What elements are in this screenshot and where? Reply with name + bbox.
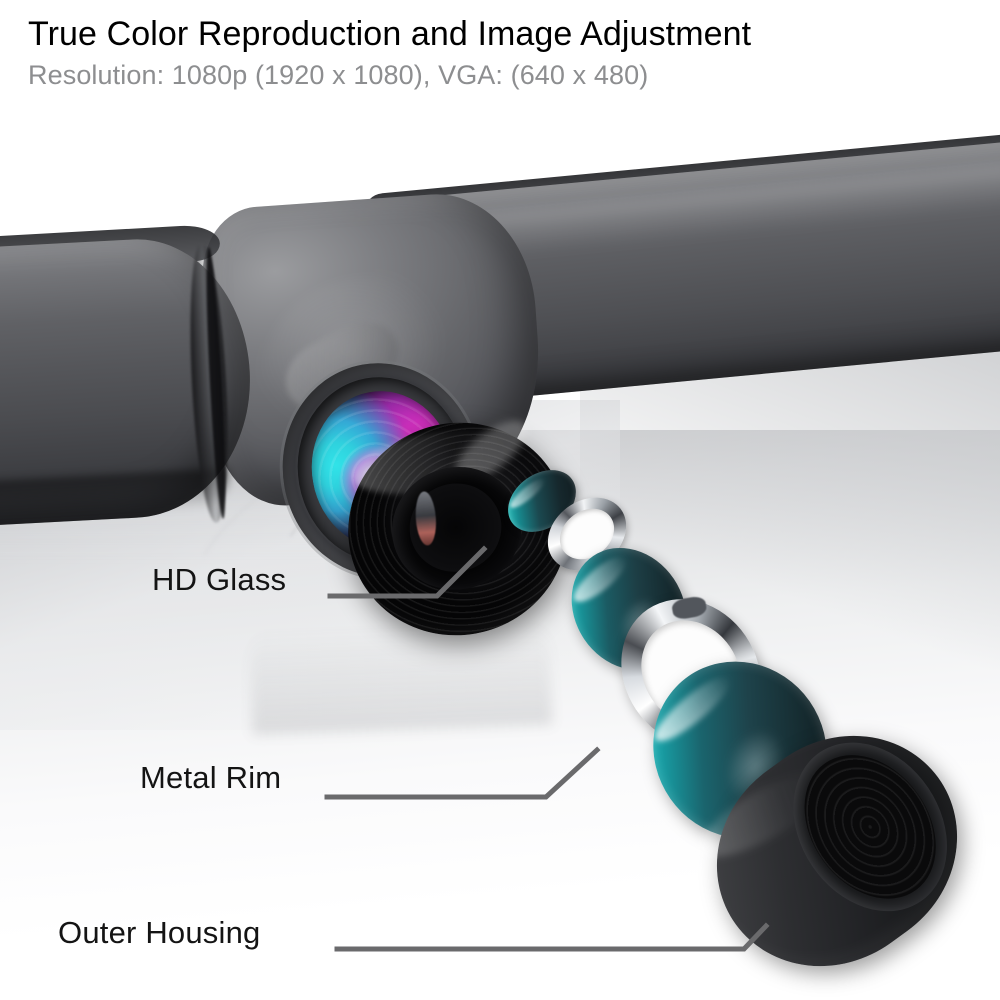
- callout-label-hd-glass: HD Glass: [152, 562, 287, 597]
- page-title: True Color Reproduction and Image Adjust…: [28, 15, 752, 53]
- callout-label-metal-rim: Metal Rim: [140, 760, 282, 795]
- page-subtitle: Resolution: 1080p (1920 x 1080), VGA: (6…: [28, 60, 649, 91]
- metal-ring-large-notch2: [670, 595, 708, 621]
- header: True Color Reproduction and Image Adjust…: [28, 14, 968, 92]
- camera-body: [0, 95, 1000, 662]
- callout-label-outer-housing: Outer Housing: [58, 915, 261, 950]
